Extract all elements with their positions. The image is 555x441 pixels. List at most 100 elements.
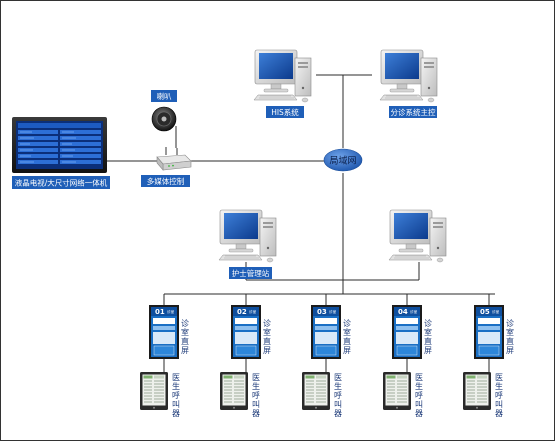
screen-label-char: 直 — [506, 336, 514, 346]
nurse-label: 护士管理站 — [232, 268, 270, 278]
screen-label-char: 诊 — [263, 318, 271, 328]
spare-computer — [388, 209, 447, 263]
caller-label-char: 医 — [495, 373, 503, 382]
doctor-caller-icon — [301, 371, 331, 411]
triage-label-box — [389, 106, 437, 118]
caller-label-char: 生 — [334, 381, 342, 391]
triage-system: 分诊系统主控 — [379, 49, 438, 118]
caller-label-char: 医 — [415, 373, 423, 382]
caller-label-char: 叫 — [334, 399, 342, 409]
screen-label-char: 诊 — [343, 318, 351, 328]
screen-label-char: 屏 — [506, 346, 514, 355]
lan-node: 局域网 — [323, 148, 363, 172]
caller-label-char: 器 — [415, 409, 423, 418]
computer-icon — [388, 209, 447, 263]
caller-label-char: 器 — [495, 409, 503, 418]
nurse-label-box — [229, 267, 272, 279]
screen-label-char: 诊 — [181, 318, 189, 328]
multimedia-label: 多媒体控制 — [147, 176, 185, 186]
doctor-caller-icon — [462, 371, 492, 411]
lan-ellipse — [323, 148, 363, 172]
screen-label-char: 室 — [181, 327, 189, 337]
caller-label-char: 生 — [172, 381, 180, 391]
his-system: HIS系统 — [253, 49, 312, 118]
screen-label-char: 屏 — [181, 346, 189, 355]
screen-label-char: 直 — [263, 336, 271, 346]
caller-label-char: 呼 — [252, 390, 260, 400]
computer-icon — [379, 49, 438, 103]
screen-label-char: 直 — [343, 336, 351, 346]
room-name: 诊室 — [410, 309, 418, 314]
screen-label-char: 诊 — [424, 318, 432, 328]
speaker-icon — [151, 106, 177, 132]
caller-label-char: 叫 — [252, 399, 260, 409]
caller-label-char: 叫 — [415, 399, 423, 409]
room-name: 诊室 — [492, 309, 500, 314]
speaker-device: 喇叭 — [151, 90, 177, 132]
caller-label-char: 呼 — [334, 390, 342, 400]
lcd-tv: 液晶电视/大尺寸网络一体机 — [12, 117, 110, 189]
room-number: 03 — [317, 308, 327, 316]
computer-icon — [253, 49, 312, 103]
screen-label-char: 室 — [424, 327, 432, 337]
screen-label-char: 屏 — [263, 346, 271, 355]
his-label-box — [266, 106, 304, 118]
screen-label-char: 屏 — [343, 346, 351, 355]
caller-label-char: 呼 — [172, 390, 180, 400]
doctor-caller-icon — [219, 371, 249, 411]
room-number: 01 — [155, 308, 165, 316]
his-label: HIS系统 — [271, 107, 299, 117]
lcd-label: 液晶电视/大尺寸网络一体机 — [15, 178, 108, 188]
tv-screen-icon — [12, 117, 107, 173]
screen-label-char: 直 — [424, 336, 432, 346]
screen-label-char: 室 — [506, 327, 514, 337]
caller-label-char: 叫 — [172, 399, 180, 409]
triage-label: 分诊系统主控 — [391, 107, 436, 117]
screen-label-char: 诊 — [506, 318, 514, 328]
router-icon — [156, 147, 192, 171]
caller-label-char: 叫 — [495, 399, 503, 409]
room-number: 02 — [237, 308, 247, 316]
speaker-label-box — [151, 90, 177, 102]
doctor-caller-icon — [382, 371, 412, 411]
room-number: 04 — [398, 308, 408, 316]
room-name: 诊室 — [167, 309, 175, 314]
caller-label-char: 医 — [334, 373, 342, 382]
room-name: 诊室 — [249, 309, 257, 314]
lcd-label-box — [12, 176, 110, 189]
room-name: 诊室 — [329, 309, 337, 314]
screen-label-char: 室 — [263, 327, 271, 337]
doctor-caller-icon — [139, 371, 169, 411]
multimedia-label-box — [141, 175, 190, 187]
room-number: 05 — [480, 308, 490, 316]
caller-label-char: 医 — [252, 373, 260, 382]
caller-label-char: 生 — [495, 381, 503, 391]
caller-label-char: 医 — [172, 373, 180, 382]
caller-label-char: 生 — [252, 381, 260, 391]
caller-label-char: 器 — [172, 409, 180, 418]
nurse-station: 护士管理站 — [218, 209, 277, 279]
speaker-label: 喇叭 — [157, 91, 172, 101]
screen-label-char: 室 — [343, 327, 351, 337]
caller-label-char: 生 — [415, 381, 423, 391]
lan-label: 局域网 — [329, 155, 356, 167]
screen-label-char: 直 — [181, 336, 189, 346]
caller-label-char: 器 — [334, 409, 342, 418]
caller-label-char: 呼 — [495, 390, 503, 400]
caller-label-char: 呼 — [415, 390, 423, 400]
caller-label-char: 器 — [252, 409, 260, 418]
screen-label-char: 屏 — [424, 346, 432, 355]
computer-icon — [218, 209, 277, 263]
